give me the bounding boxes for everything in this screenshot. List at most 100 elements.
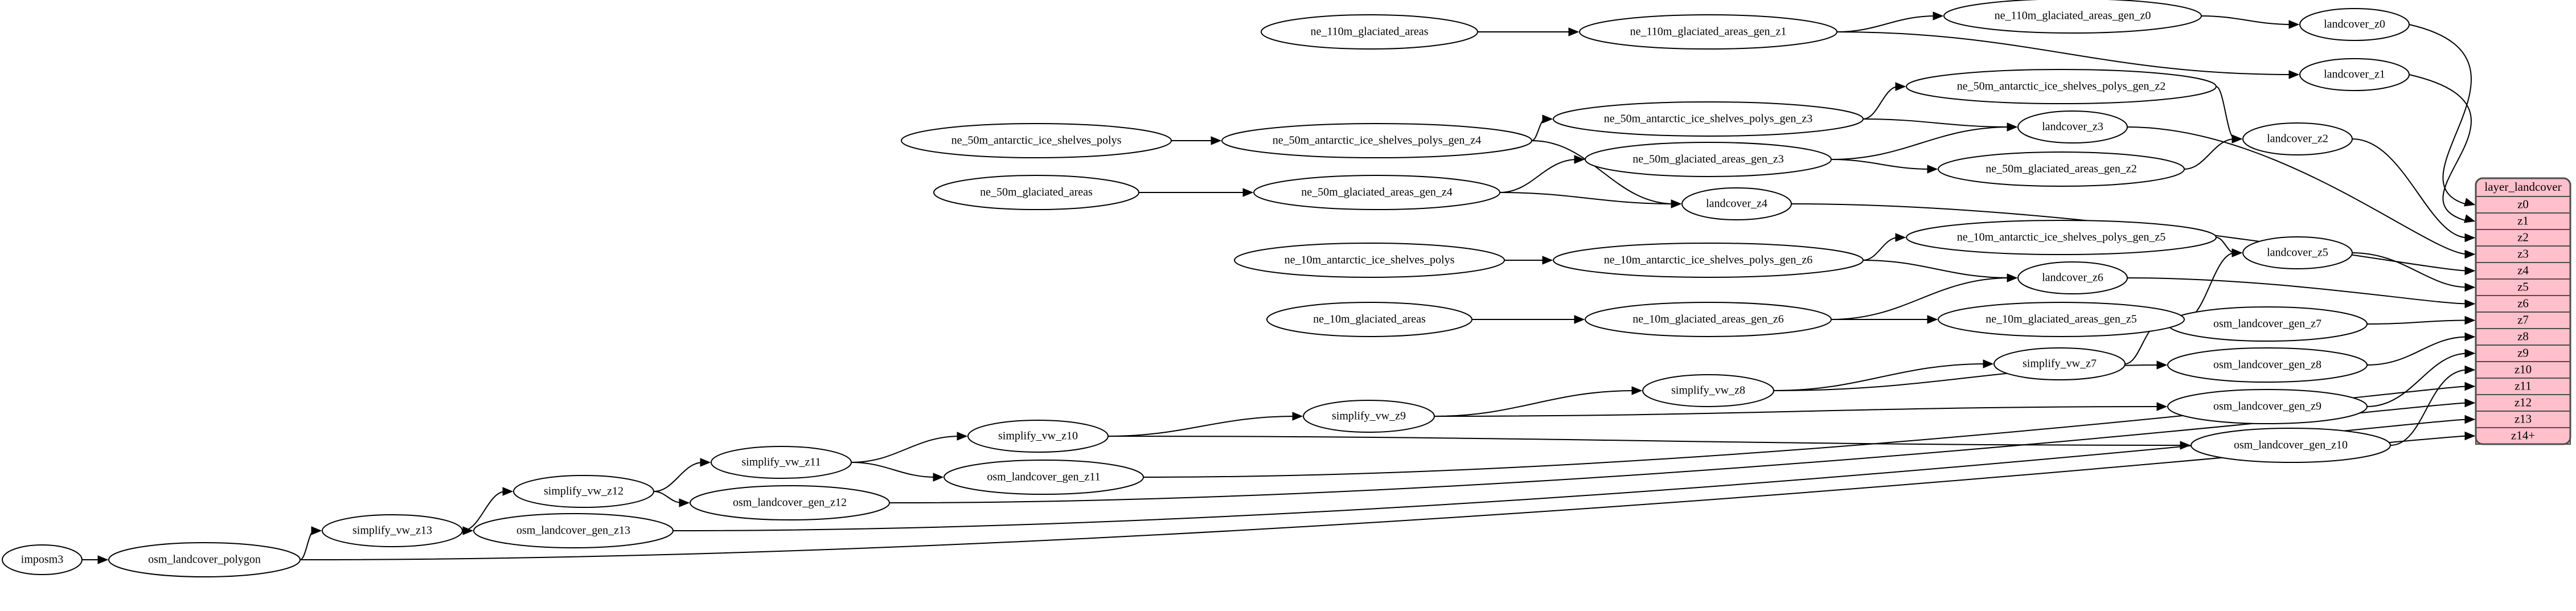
graph-node-ne_50m_glaciated_areas_gen_z2[interactable]: ne_50m_glaciated_areas_gen_z2	[1938, 151, 2185, 187]
graph-node-osm_landcover_gen_z12[interactable]: osm_landcover_gen_z12	[690, 485, 890, 520]
node-label: landcover_z3	[2042, 121, 2103, 133]
edge-arrowhead	[2232, 134, 2243, 143]
node-ellipse	[2242, 236, 2353, 269]
table-row-label: z12	[2515, 395, 2532, 409]
node-ellipse	[322, 514, 463, 547]
node-label: ne_50m_antarctic_ice_shelves_polys_gen_z…	[1273, 134, 1482, 147]
graph-node-simplify_vw_z11[interactable]: simplify_vw_z11	[711, 446, 852, 479]
graph-node-imposm3[interactable]: imposm3	[2, 544, 83, 575]
edge	[2366, 352, 2468, 407]
graph-node-ne_50m_glaciated_areas_gen_z3[interactable]: ne_50m_glaciated_areas_gen_z3	[1585, 142, 1832, 177]
node-label: ne_10m_antarctic_ice_shelves_polys	[1285, 254, 1455, 266]
graph-node-ne_50m_antarctic_ice_shelves_polys_gen_z4[interactable]: ne_50m_antarctic_ice_shelves_polys_gen_z…	[1221, 123, 1532, 158]
edge	[1863, 118, 2011, 128]
graph-node-landcover_z3[interactable]: landcover_z3	[2017, 110, 2128, 143]
edge	[2184, 138, 2235, 170]
edge	[1773, 363, 1987, 391]
edge-arrowhead	[1895, 82, 1906, 91]
graph-node-osm_landcover_gen_z11[interactable]: osm_landcover_gen_z11	[944, 460, 1144, 495]
node-ellipse	[690, 485, 890, 520]
edge-arrowhead	[700, 458, 711, 467]
graph-node-osm_landcover_polygon[interactable]: osm_landcover_polygon	[108, 542, 301, 577]
graph-node-ne_110m_glaciated_areas_gen_z0[interactable]: ne_110m_glaciated_areas_gen_z0	[1943, 0, 2202, 34]
node-label: ne_50m_antarctic_ice_shelves_polys	[951, 134, 1122, 147]
graph-node-simplify_vw_z8[interactable]: simplify_vw_z8	[1642, 374, 1774, 407]
edge-arrowhead	[2464, 315, 2476, 325]
edge	[2127, 126, 2468, 255]
graph-node-ne_110m_glaciated_areas[interactable]: ne_110m_glaciated_areas	[1261, 14, 1478, 50]
table-title: layer_landcover	[2484, 180, 2561, 194]
node-label: simplify_vw_z7	[2023, 358, 2097, 370]
node-label: ne_110m_glaciated_areas	[1311, 26, 1429, 38]
graph-node-landcover_z2[interactable]: landcover_z2	[2242, 122, 2353, 155]
graph-node-ne_50m_glaciated_areas_gen_z4[interactable]: ne_50m_glaciated_areas_gen_z4	[1253, 175, 1500, 210]
graph-node-landcover_z0[interactable]: landcover_z0	[2299, 8, 2410, 41]
graph-node-ne_50m_antarctic_ice_shelves_polys_gen_z3[interactable]: ne_50m_antarctic_ice_shelves_polys_gen_z…	[1553, 101, 1864, 137]
table-row-z7[interactable]	[2475, 311, 2571, 329]
edge-arrowhead	[957, 432, 968, 441]
edge-arrowhead	[2464, 365, 2476, 375]
edge	[1434, 390, 1635, 417]
graph-node-landcover_z6[interactable]: landcover_z6	[2017, 261, 2128, 294]
graph-node-ne_50m_glaciated_areas[interactable]: ne_50m_glaciated_areas	[933, 175, 1139, 210]
edge-arrowhead	[933, 473, 944, 482]
edge-arrowhead	[1574, 155, 1585, 164]
edge-arrowhead	[2464, 348, 2476, 358]
graph-node-ne_10m_antarctic_ice_shelves_polys_gen_z6[interactable]: ne_10m_antarctic_ice_shelves_polys_gen_z…	[1553, 243, 1864, 278]
graph-node-ne_50m_antarctic_ice_shelves_polys_gen_z2[interactable]: ne_50m_antarctic_ice_shelves_polys_gen_z…	[1906, 69, 2217, 104]
node-label: ne_50m_antarctic_ice_shelves_polys_gen_z…	[1957, 80, 2166, 93]
node-ellipse	[2167, 389, 2368, 424]
graph-node-ne_110m_glaciated_areas_gen_z1[interactable]: ne_110m_glaciated_areas_gen_z1	[1579, 14, 1837, 50]
graph-node-ne_10m_glaciated_areas[interactable]: ne_10m_glaciated_areas	[1266, 302, 1472, 337]
graph-node-simplify_vw_z10[interactable]: simplify_vw_z10	[967, 420, 1109, 453]
graph-node-landcover_z5[interactable]: landcover_z5	[2242, 236, 2353, 269]
node-ellipse	[2191, 428, 2391, 463]
table-row-z10[interactable]	[2475, 361, 2571, 379]
edge	[1831, 277, 2011, 320]
node-label: ne_110m_glaciated_areas_gen_z1	[1630, 26, 1787, 38]
graph-node-osm_landcover_gen_z8[interactable]: osm_landcover_gen_z8	[2167, 347, 2368, 383]
graph-node-ne_10m_glaciated_areas_gen_z6[interactable]: ne_10m_glaciated_areas_gen_z6	[1585, 302, 1832, 337]
table-row-z1[interactable]	[2475, 212, 2571, 230]
node-label: osm_landcover_gen_z11	[987, 471, 1100, 483]
graph-node-landcover_z1[interactable]: landcover_z1	[2299, 58, 2410, 91]
edge	[1836, 15, 1937, 32]
graph-node-osm_landcover_gen_z9[interactable]: osm_landcover_gen_z9	[2167, 389, 2368, 424]
node-ellipse	[1553, 101, 1864, 137]
graph-node-ne_10m_antarctic_ice_shelves_polys_gen_z5[interactable]: ne_10m_antarctic_ice_shelves_polys_gen_z…	[1906, 220, 2217, 255]
graph-node-simplify_vw_z12[interactable]: simplify_vw_z12	[513, 475, 654, 508]
graph-node-simplify_vw_z9[interactable]: simplify_vw_z9	[1303, 400, 1435, 433]
graph-node-osm_landcover_gen_z13[interactable]: osm_landcover_gen_z13	[473, 513, 674, 548]
graph-node-ne_10m_glaciated_areas_gen_z5[interactable]: ne_10m_glaciated_areas_gen_z5	[1938, 302, 2185, 337]
node-ellipse	[1261, 14, 1478, 50]
graph-node-osm_landcover_gen_z10[interactable]: osm_landcover_gen_z10	[2191, 428, 2391, 463]
graph-node-ne_50m_antarctic_ice_shelves_polys[interactable]: ne_50m_antarctic_ice_shelves_polys	[901, 123, 1172, 158]
edge-arrowhead	[1242, 188, 1254, 197]
edge-arrowhead	[2464, 299, 2476, 309]
edge-arrowhead	[311, 526, 322, 535]
node-label: landcover_z0	[2324, 18, 2385, 31]
graph-node-simplify_vw_z7[interactable]: simplify_vw_z7	[1993, 347, 2126, 380]
node-label: ne_50m_glaciated_areas	[980, 186, 1093, 199]
edge-arrowhead	[679, 498, 690, 507]
edge	[1434, 406, 2160, 417]
node-ellipse	[473, 513, 674, 548]
table-row-label: z14+	[2511, 428, 2535, 442]
graph-node-simplify_vw_z13[interactable]: simplify_vw_z13	[322, 514, 463, 547]
edge-arrowhead	[1671, 199, 1682, 208]
node-ellipse	[108, 542, 301, 577]
edge	[672, 419, 2468, 531]
edge	[2366, 336, 2468, 366]
edge-arrowhead	[2464, 249, 2476, 259]
edge-arrowhead	[2007, 273, 2018, 282]
node-ellipse	[1993, 347, 2126, 380]
table-row-z8[interactable]	[2475, 328, 2571, 346]
graph-node-osm_landcover_gen_z7[interactable]: osm_landcover_gen_z7	[2167, 306, 2368, 342]
graph-node-ne_10m_antarctic_ice_shelves_polys[interactable]: ne_10m_antarctic_ice_shelves_polys	[1234, 243, 1505, 278]
edge-arrowhead	[2156, 402, 2168, 411]
node-label: osm_landcover_gen_z7	[2213, 318, 2321, 330]
node-ellipse	[1681, 187, 1792, 220]
edge-arrowhead	[2464, 382, 2476, 391]
graph-node-landcover_z4[interactable]: landcover_z4	[1681, 187, 1792, 220]
edge-arrowhead	[97, 555, 109, 564]
